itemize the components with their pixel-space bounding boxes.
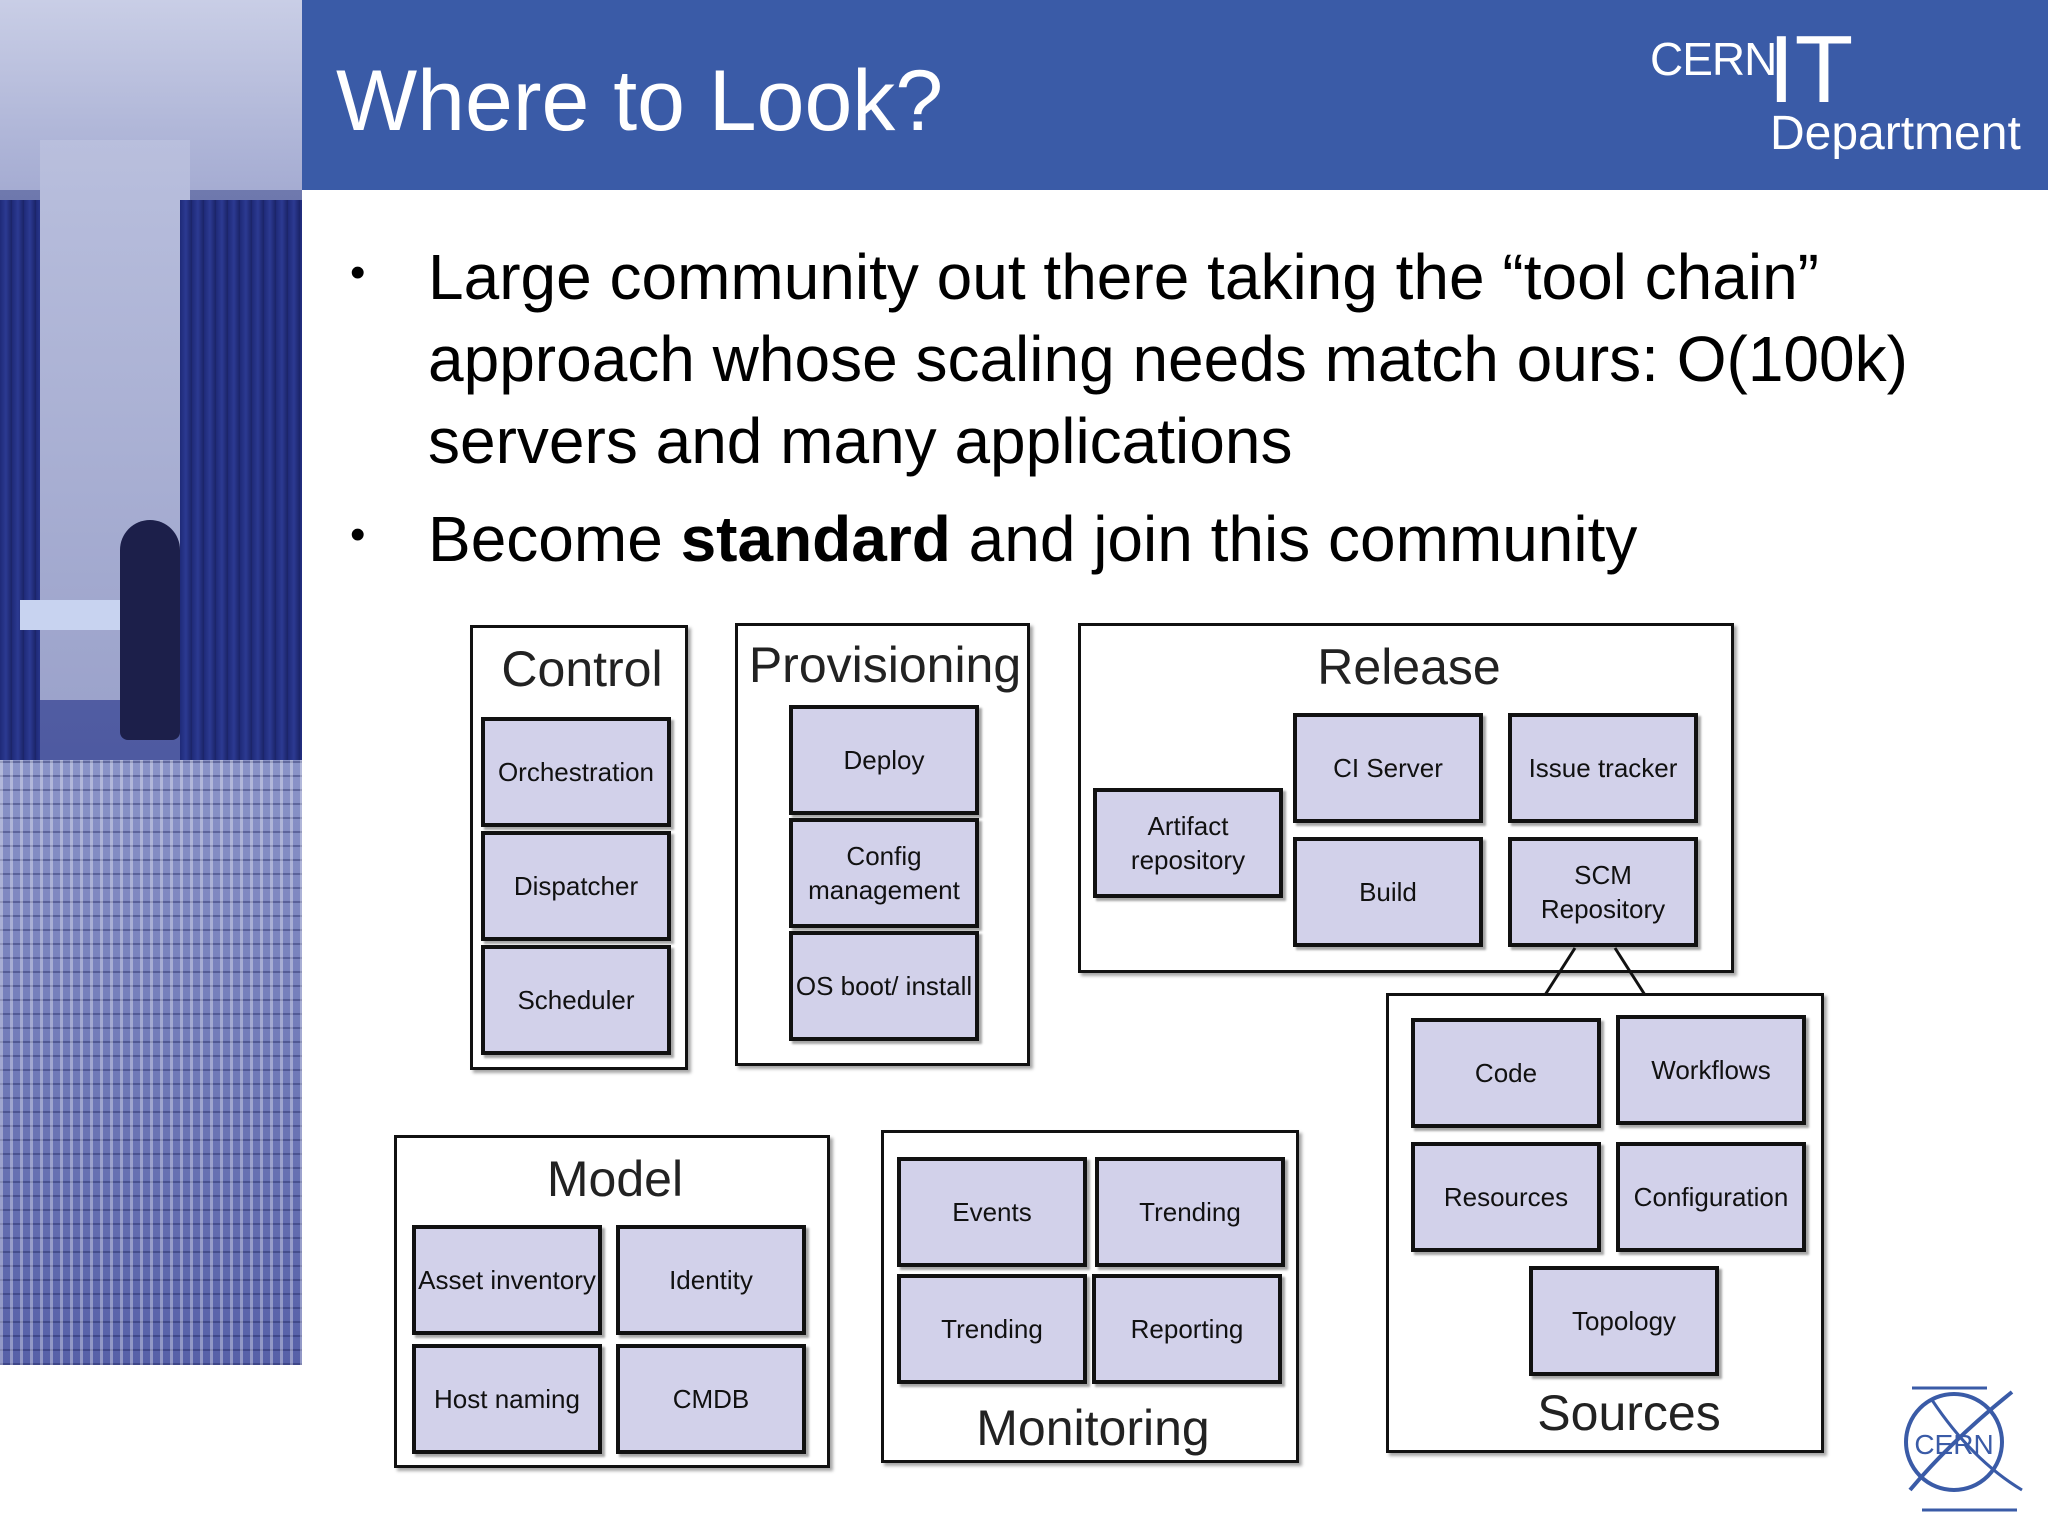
box-workflows: Workflows bbox=[1616, 1015, 1806, 1125]
group-title-sources: Sources bbox=[1537, 1385, 1721, 1441]
group-title-control: Control bbox=[501, 641, 663, 697]
photo-floor bbox=[0, 760, 302, 1365]
box-issue-tracker: Issue tracker bbox=[1508, 713, 1698, 823]
box-code: Code bbox=[1411, 1018, 1601, 1128]
bullet-marker-2: • bbox=[350, 510, 366, 559]
slide-title: Where to Look? bbox=[336, 53, 944, 149]
box-dispatcher: Dispatcher bbox=[481, 831, 671, 941]
group-title-provisioning: Provisioning bbox=[748, 637, 1022, 693]
cern-it-logo: CERN IT Department bbox=[1650, 22, 2040, 172]
box-asset-inventory: Asset inventory bbox=[412, 1225, 602, 1335]
bullet-text-1: Large community out there taking the “to… bbox=[428, 241, 1908, 477]
logo-department-text: Department bbox=[1770, 107, 2021, 160]
connector-line-right bbox=[1613, 947, 1647, 996]
box-identity: Identity bbox=[616, 1225, 806, 1335]
box-cmdb: CMDB bbox=[616, 1344, 806, 1454]
box-deploy: Deploy bbox=[789, 705, 979, 815]
emblem-text: CERN bbox=[1914, 1429, 1993, 1460]
cern-emblem-logo: CERN bbox=[1892, 1380, 2032, 1520]
group-title-monitoring: Monitoring bbox=[976, 1400, 1210, 1456]
box-os-boot-install: OS boot/ install bbox=[789, 931, 979, 1041]
logo-cern-text: CERN bbox=[1650, 33, 1777, 85]
box-build: Build bbox=[1293, 837, 1483, 947]
bullet-2-post: and join this community bbox=[950, 503, 1638, 575]
box-events: Events bbox=[897, 1157, 1087, 1267]
bullet-2-bold: standard bbox=[680, 503, 951, 575]
photo-rack-left bbox=[0, 200, 40, 820]
group-title-model: Model bbox=[546, 1151, 684, 1207]
slide-header bbox=[302, 0, 2048, 190]
box-scheduler: Scheduler bbox=[481, 945, 671, 1055]
box-resources: Resources bbox=[1411, 1142, 1601, 1252]
box-host-naming: Host naming bbox=[412, 1344, 602, 1454]
connector-line-left bbox=[1543, 947, 1577, 996]
cern-emblem-icon: CERN bbox=[1904, 1386, 2023, 1512]
box-trending-top: Trending bbox=[1095, 1157, 1285, 1267]
group-title-release: Release bbox=[1317, 639, 1501, 695]
bullet-marker-1: • bbox=[350, 248, 366, 297]
logo-it-text: IT bbox=[1768, 16, 1854, 123]
box-trending-bottom: Trending bbox=[897, 1274, 1087, 1384]
box-topology: Topology bbox=[1529, 1266, 1719, 1376]
bullet-text-2: Become standard and join this community bbox=[428, 498, 1988, 580]
box-reporting: Reporting bbox=[1092, 1274, 1282, 1384]
box-orchestration: Orchestration bbox=[481, 717, 671, 827]
sources-callout-connector bbox=[1543, 947, 1647, 996]
photo-rack-right bbox=[180, 200, 302, 820]
datacenter-photo bbox=[0, 0, 302, 1365]
photo-person bbox=[120, 520, 180, 740]
box-config-management: Config management bbox=[789, 818, 979, 928]
bullet-2-pre: Become bbox=[428, 503, 681, 575]
box-artifact-repository: Artifact repository bbox=[1093, 788, 1283, 898]
box-scm-repository: SCM Repository bbox=[1508, 837, 1698, 947]
box-ci-server: CI Server bbox=[1293, 713, 1483, 823]
box-configuration: Configuration bbox=[1616, 1142, 1806, 1252]
